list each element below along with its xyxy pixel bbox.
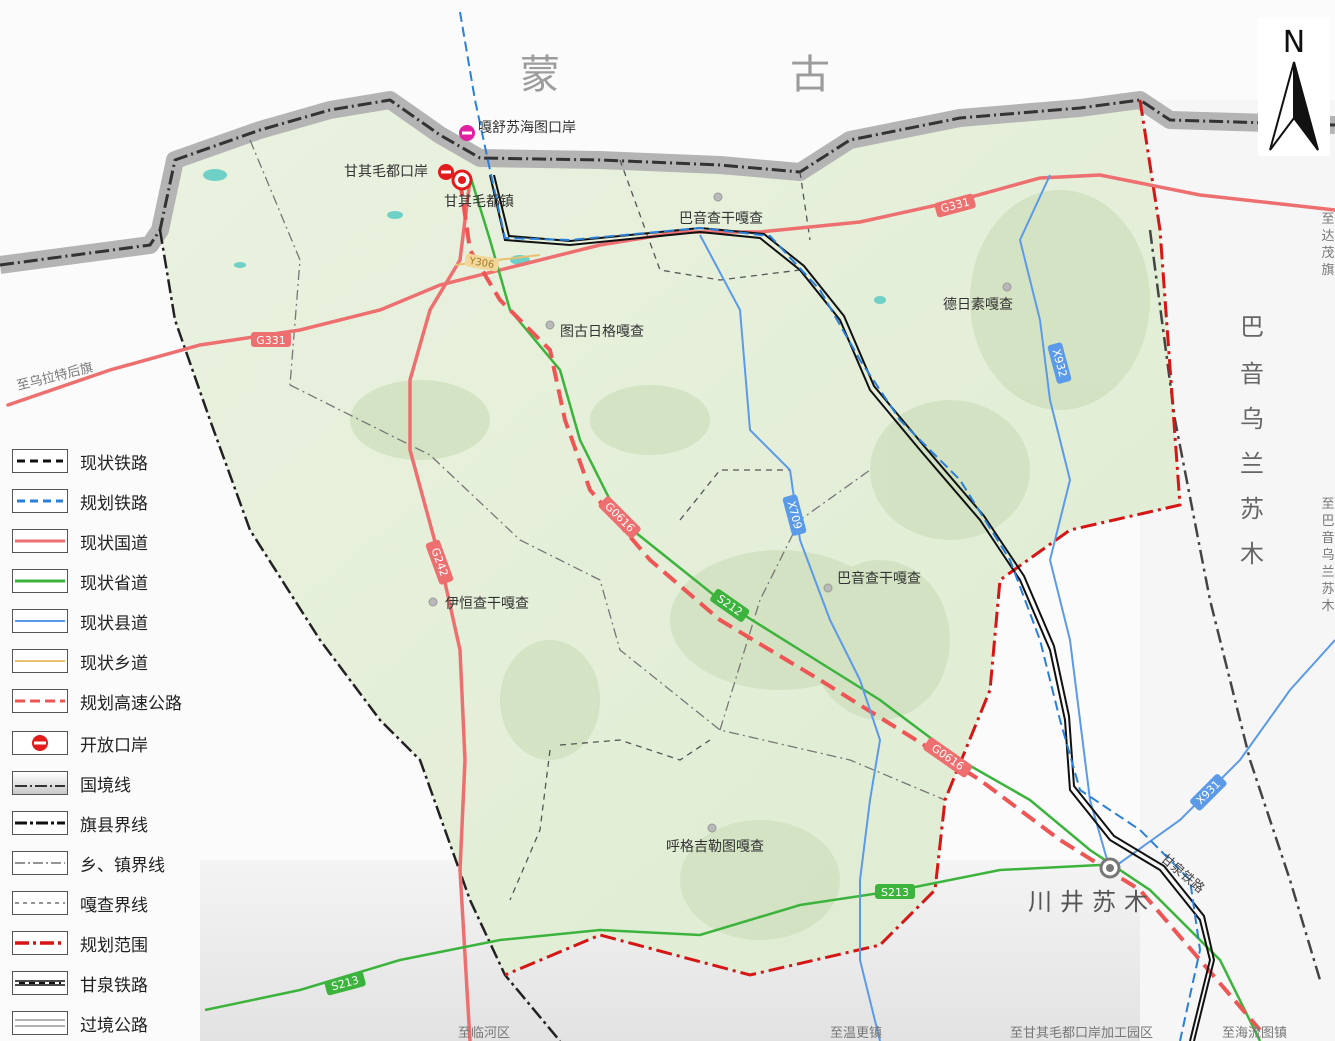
place-derisu: 德日素嘎查 [943, 297, 1013, 313]
legend-label: 现状铁路 [80, 453, 148, 474]
legend-label: 国境线 [80, 775, 131, 796]
legend-national-road-icon [12, 529, 68, 553]
legend-item-rail-plan: 规划铁路 [12, 486, 207, 516]
legend-banner-boundary-icon [12, 811, 68, 835]
study-area [160, 100, 1180, 975]
place-ganqi-town: 甘其毛都镇 [444, 194, 514, 210]
place-tugu: 图古日格嘎查 [560, 324, 644, 340]
region-char-6: 木 [1240, 540, 1264, 568]
dir-bayin-1: 至 [1321, 497, 1334, 512]
dir-haliu: 至海流图镇 [1222, 1026, 1287, 1041]
legend-item-town-boundary: 乡、镇界线 [12, 848, 207, 878]
county-roads [699, 174, 1335, 1041]
region-char-3: 乌 [1240, 405, 1264, 433]
legend-item-transit-road: 过境公路 [12, 1008, 207, 1038]
legend-label: 旗县界线 [80, 815, 148, 836]
region-char-1: 巴 [1240, 313, 1264, 341]
banner-boundary-west [158, 229, 561, 1041]
village-dots [428, 192, 1012, 833]
road-shields [251, 193, 1227, 996]
dir-jiagong: 至甘其毛都口岸加工园区 [1010, 1026, 1153, 1041]
planned-railway [459, 11, 1202, 1041]
dir-bayin-5: 兰 [1321, 565, 1334, 580]
place-ganqi-port: 甘其毛都口岸 [344, 164, 428, 180]
legend-label: 现状县道 [80, 613, 148, 634]
legend-item-township-road: 现状乡道 [12, 646, 207, 676]
legend-expressway-plan-icon [12, 689, 68, 713]
legend-provincial-road-icon [12, 569, 68, 593]
legend-county-road-icon [12, 609, 68, 633]
ports [438, 125, 1121, 879]
dir-bayin-3: 音 [1321, 530, 1334, 546]
place-yiheng: 伊恒查干嘎查 [445, 596, 529, 612]
chuanjing-label: 川井苏木 [1028, 888, 1156, 916]
legend-plan-scope-icon [12, 931, 68, 955]
dir-damao-4: 旗 [1321, 262, 1334, 278]
dir-damao-1: 至 [1321, 212, 1334, 227]
legend-label: 规划铁路 [80, 493, 148, 514]
compass-n-label: N [1283, 25, 1305, 60]
place-bayin-1: 巴音查干嘎查 [679, 210, 763, 227]
east-terrain [1140, 100, 1335, 1041]
legend-gacha-boundary-icon [12, 891, 68, 915]
label-s213-b: S213 [881, 886, 909, 899]
legend-border-icon [12, 771, 68, 795]
planning-scope [504, 99, 1182, 977]
legend-item-national-road: 现状国道 [12, 526, 207, 556]
legend-transit-road-icon [12, 1011, 68, 1035]
legend-town-boundary-icon [12, 851, 68, 875]
legend-label: 过境公路 [80, 1015, 148, 1036]
label-y306: Y306 [467, 256, 495, 271]
legend-label: 乡、镇界线 [80, 855, 165, 876]
dir-linhe: 至临河区 [458, 1026, 510, 1041]
legend-open-port-icon [12, 731, 68, 755]
dir-bayin-6: 苏 [1321, 581, 1334, 597]
legend-item-provincial-road: 现状省道 [12, 566, 207, 596]
country-label-char-1: 蒙 [520, 52, 560, 98]
legend-label: 规划范围 [80, 935, 148, 956]
legend-label: 现状省道 [80, 573, 148, 594]
legend-item-gacha-boundary: 嘎查界线 [12, 888, 207, 918]
dir-damao-3: 茂 [1321, 246, 1334, 261]
legend-label: 嘎查界线 [80, 895, 148, 916]
dir-wengeng: 至温更镇 [830, 1026, 882, 1041]
dir-bayin-4: 乌 [1321, 547, 1334, 563]
legend-item-county-road: 现状县道 [12, 606, 207, 636]
legend-ganquan-rail-icon [12, 971, 68, 995]
legend-label: 现状乡道 [80, 653, 148, 674]
legend-label: 甘泉铁路 [80, 975, 148, 996]
vegetation-patches [350, 190, 1150, 940]
legend-item-ganquan-rail: 甘泉铁路 [12, 968, 207, 998]
region-char-5: 苏 [1240, 495, 1264, 523]
town-boundaries [249, 139, 946, 801]
label-g331-a: G331 [256, 334, 286, 347]
legend-rail-exist-icon [12, 449, 68, 473]
legend-label: 规划高速公路 [80, 693, 182, 714]
region-char-2: 音 [1240, 360, 1264, 388]
dir-bayin-2: 巴 [1321, 514, 1334, 529]
legend-label: 现状国道 [80, 533, 148, 554]
dir-damao-2: 达 [1321, 229, 1334, 244]
compass-arrow-icon: N [1258, 18, 1330, 156]
legend-item-plan-scope: 规划范围 [12, 928, 207, 958]
place-hugeji: 呼格吉勒图嘎查 [666, 839, 764, 855]
legend-item-expressway-plan: 规划高速公路 [12, 686, 207, 716]
place-bayin-2: 巴音查干嘎查 [837, 570, 921, 587]
country-label-char-2: 古 [790, 52, 830, 98]
dir-bayin-7: 木 [1321, 599, 1334, 614]
region-char-4: 兰 [1240, 450, 1264, 478]
legend-item-banner-boundary: 旗县界线 [12, 808, 207, 838]
legend-item-border: 国境线 [12, 768, 207, 798]
banner-boundary-east [1148, 229, 1322, 981]
legend-township-road-icon [12, 649, 68, 673]
legend-item-rail-exist: 现状铁路 [12, 446, 207, 476]
place-gashuu: 嘎舒苏海图口岸 [478, 120, 576, 136]
international-border-line [0, 98, 1335, 267]
legend-label: 开放口岸 [80, 735, 148, 756]
legend-rail-plan-icon [12, 489, 68, 513]
legend-item-open-port: 开放口岸 [12, 728, 207, 758]
